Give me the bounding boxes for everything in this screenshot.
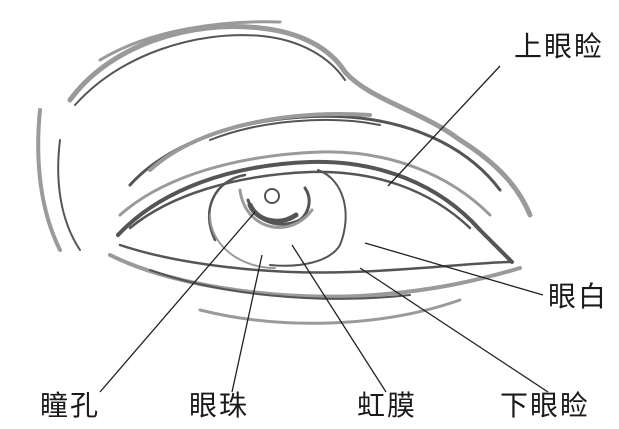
label-eyeball: 眼珠 [189, 389, 250, 422]
label-pupil: 瞳孔 [40, 389, 101, 422]
leader-iris [291, 244, 387, 393]
label-lower-eyelid: 下眼睑 [500, 389, 591, 422]
leader-sclera [364, 242, 544, 296]
pupil-sketch [247, 188, 299, 224]
lower-eyelid-sketch [108, 243, 522, 325]
label-sclera: 眼白 [548, 280, 609, 313]
leader-lower-eyelid [359, 267, 549, 393]
upper-lid-crease-sketch [128, 112, 502, 192]
upper-eyelid-sketch [116, 150, 514, 264]
label-upper-eyelid: 上眼睑 [514, 30, 605, 63]
leader-eyeball [231, 254, 263, 393]
leader-pupil [99, 211, 256, 393]
label-iris: 虹膜 [357, 389, 418, 422]
brow-sketch [36, 20, 533, 252]
leader-upper-eyelid [387, 65, 501, 187]
eyeball-sketch [207, 169, 347, 269]
